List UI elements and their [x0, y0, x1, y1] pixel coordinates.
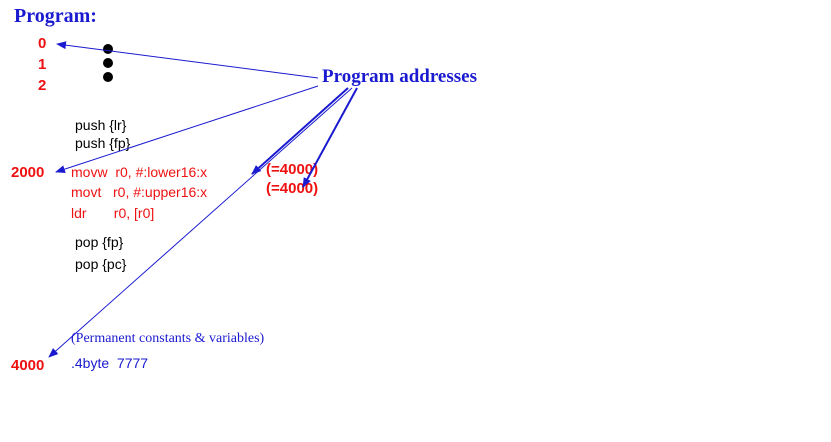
code-movt: movt r0, #:upper16:x: [71, 184, 208, 200]
arrow-to-annotation-a: [251, 87, 349, 175]
code-push-fp: push {fp}: [75, 135, 131, 151]
code-ldr: ldr r0, [r0]: [71, 205, 155, 221]
ellipsis-dot: [103, 58, 113, 68]
constants-caption: (Permanent constants & variables): [71, 331, 265, 346]
code-push-lr: push {lr}: [75, 117, 127, 133]
program-addresses-label: Program addresses: [322, 66, 477, 87]
address-0: 0: [38, 35, 47, 52]
arrow-to-address-2000: [55, 85, 319, 173]
address-2: 2: [38, 77, 47, 94]
arrow-to-address-0: [56, 41, 319, 79]
ellipsis-dot: [103, 44, 113, 54]
address-2000: 2000: [11, 164, 45, 181]
arrow-to-address-4000: [48, 87, 353, 358]
constant-line: .4byte 7777: [71, 355, 149, 371]
ellipsis-dot: [103, 72, 113, 82]
code-movw: movw r0, #:lower16:x: [71, 164, 208, 180]
address-4000: 4000: [11, 357, 45, 374]
arrow-to-annotation-b: [302, 87, 358, 188]
address-1: 1: [38, 56, 47, 73]
code-pop-pc: pop {pc}: [75, 256, 127, 272]
page-title: Program:: [14, 5, 97, 27]
code-pop-fp: pop {fp}: [75, 234, 124, 250]
annotation-4000-a: (=4000): [266, 161, 319, 178]
